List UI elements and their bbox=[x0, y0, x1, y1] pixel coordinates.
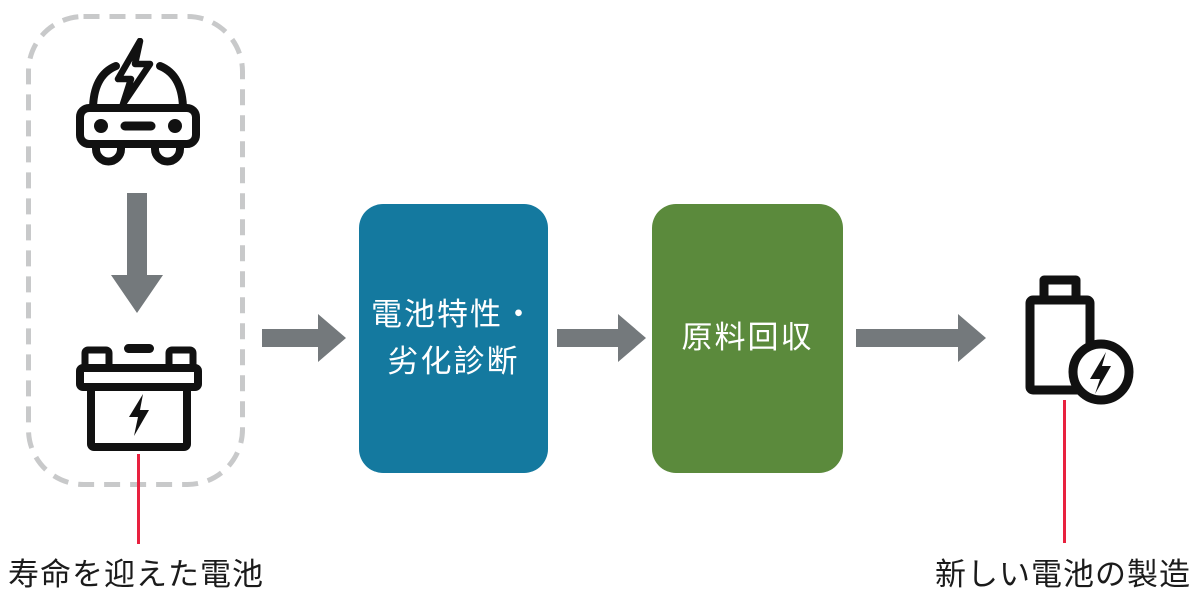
caption-new-battery-production: 新しい電池の製造 bbox=[935, 557, 1191, 592]
down-arrow-icon bbox=[111, 193, 163, 313]
flow-arrow-1 bbox=[262, 314, 346, 362]
caption-end-of-life-battery: 寿命を迎えた電池 bbox=[8, 557, 264, 592]
connector-line-right bbox=[1063, 400, 1066, 543]
step-label-line: 劣化診断 bbox=[387, 343, 520, 379]
flow-arrow-2 bbox=[557, 314, 646, 362]
connector-line-left bbox=[137, 454, 140, 544]
end-of-life-group-border bbox=[26, 14, 245, 487]
flow-arrow-3 bbox=[856, 314, 986, 362]
step-label-line: 電池特性・ bbox=[371, 297, 536, 332]
new-battery-icon bbox=[1025, 275, 1134, 405]
step-label-line: 原料回収 bbox=[681, 320, 814, 356]
step-material-recovery: 原料回収 bbox=[652, 204, 843, 473]
ev-car-icon bbox=[76, 38, 200, 166]
car-battery-icon bbox=[76, 344, 202, 451]
step-battery-diagnosis: 電池特性・ 劣化診断 bbox=[359, 204, 548, 473]
